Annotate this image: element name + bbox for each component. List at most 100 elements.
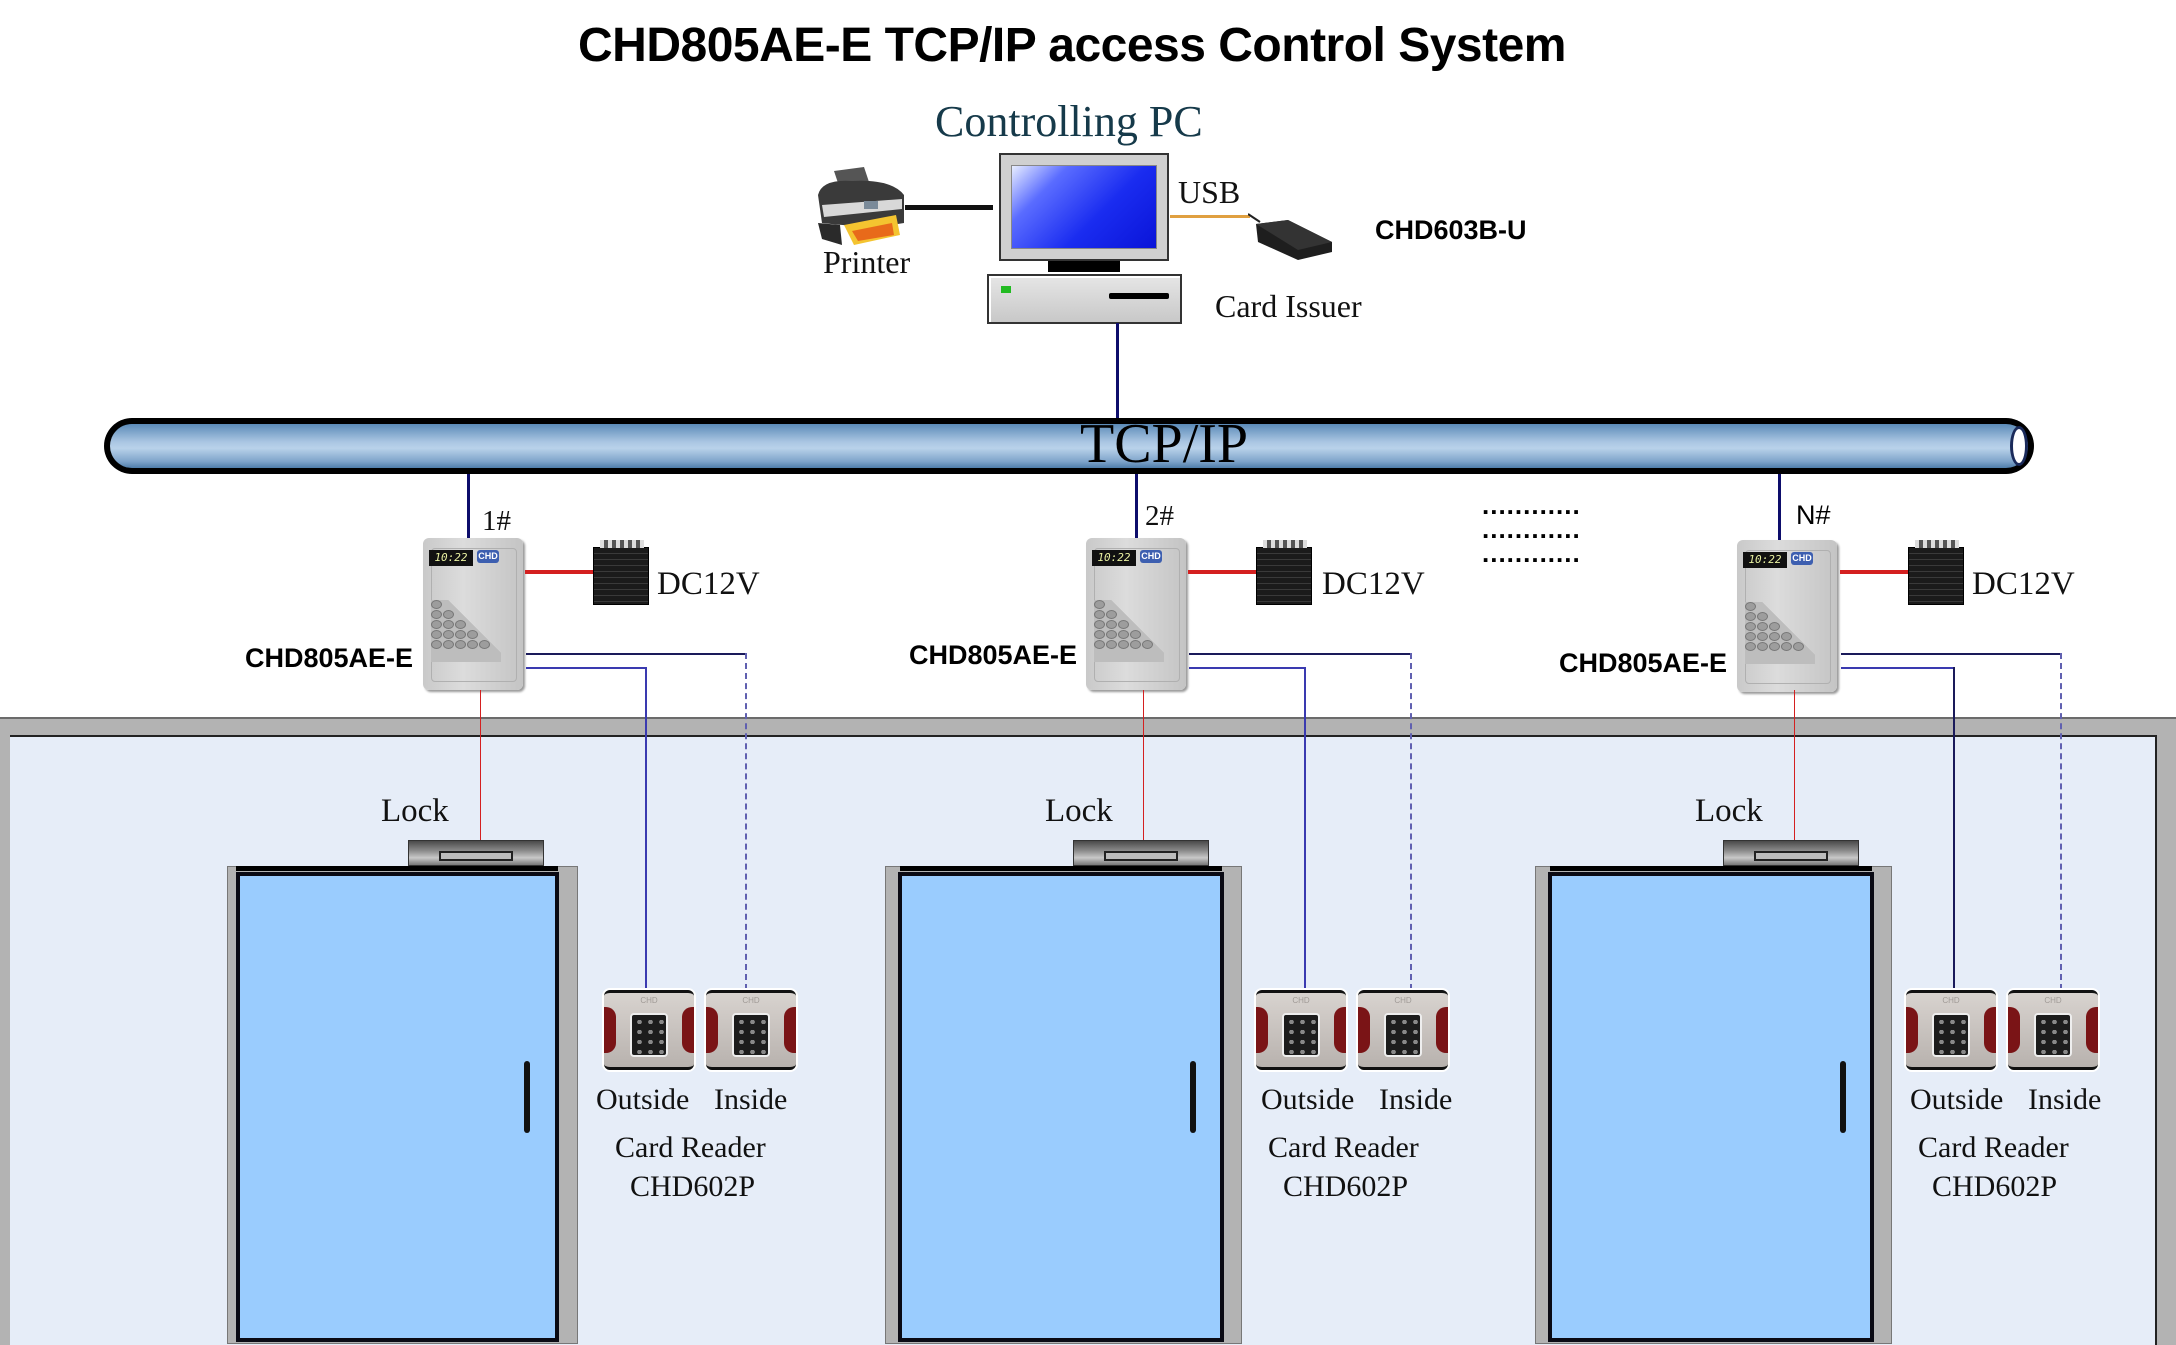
keypad-key bbox=[431, 600, 442, 609]
keypad-key bbox=[443, 640, 454, 649]
more-controllers-ellipsis-3: ............ bbox=[1482, 538, 1581, 568]
access-controller-2: 10:22 CHD bbox=[1086, 538, 1186, 690]
reader-outside-label-2: Outside bbox=[1261, 1083, 1355, 1116]
keypad-key bbox=[1745, 612, 1756, 621]
keypad-key bbox=[443, 620, 454, 629]
keypad-key bbox=[1094, 600, 1105, 609]
keypad-key bbox=[1769, 632, 1780, 641]
usb-cable bbox=[1170, 215, 1250, 218]
keypad-key bbox=[443, 630, 454, 639]
reader-type-label-2: Card Reader bbox=[1268, 1131, 1419, 1164]
reader-inside-label-2: Inside bbox=[1379, 1083, 1453, 1116]
keypad-key bbox=[431, 610, 442, 619]
reader-outside-label-n: Outside bbox=[1910, 1083, 2004, 1116]
power-cable-2 bbox=[1188, 570, 1256, 574]
controller-model-1: CHD805AE-E bbox=[245, 643, 414, 673]
magnetic-lock-icon-2 bbox=[1073, 840, 1209, 866]
door-handle-icon-1 bbox=[524, 1061, 530, 1133]
controller-id-2: 2# bbox=[1145, 500, 1174, 532]
outside-card-reader-icon-n: CHD bbox=[1906, 990, 1996, 1070]
printer-cable bbox=[905, 205, 993, 210]
card-issuer-label: Card Issuer bbox=[1215, 288, 1362, 324]
power-supply-icon-n bbox=[1908, 540, 1964, 605]
outside-reader-cable-2-v bbox=[1304, 667, 1306, 991]
power-led-icon bbox=[1001, 286, 1011, 293]
usb-label: USB bbox=[1178, 174, 1241, 210]
reader-logo: CHD bbox=[1292, 996, 1310, 1005]
pipe-end-cap bbox=[2010, 426, 2028, 466]
lock-label-1: Lock bbox=[381, 793, 449, 829]
outside-reader-cable-1-v bbox=[645, 667, 647, 991]
keypad-key bbox=[467, 640, 478, 649]
power-supply-icon-1 bbox=[593, 540, 649, 605]
lock-label-n: Lock bbox=[1695, 793, 1763, 829]
printer-icon bbox=[812, 165, 910, 253]
power-label-2: DC12V bbox=[1322, 566, 1425, 602]
door-handle-icon-n bbox=[1840, 1061, 1846, 1133]
keypad-key bbox=[1118, 620, 1129, 629]
door-header-2 bbox=[900, 866, 1222, 871]
outside-card-reader-icon-1: CHD bbox=[604, 990, 694, 1070]
chd-logo-icon: CHD bbox=[477, 550, 499, 563]
door-header-n bbox=[1550, 866, 1872, 871]
keypad-key bbox=[1118, 640, 1129, 649]
inside-reader-cable-n-v bbox=[2060, 653, 2062, 990]
lock-label-2: Lock bbox=[1045, 793, 1113, 829]
keypad-key bbox=[1745, 622, 1756, 631]
keypad-key bbox=[431, 620, 442, 629]
network-drop-2 bbox=[1135, 474, 1138, 540]
inside-card-reader-icon-n: CHD bbox=[2008, 990, 2098, 1070]
power-label-1: DC12V bbox=[657, 566, 760, 602]
power-label-n: DC12V bbox=[1972, 566, 2075, 602]
reader-logo: CHD bbox=[1394, 996, 1412, 1005]
door-1 bbox=[236, 872, 559, 1342]
keypad-key bbox=[1769, 642, 1780, 651]
outside-card-reader-icon-2: CHD bbox=[1256, 990, 1346, 1070]
lock-cable-1 bbox=[480, 690, 481, 840]
reader-outside-label-1: Outside bbox=[596, 1083, 690, 1116]
inside-card-reader-icon-1: CHD bbox=[706, 990, 796, 1070]
keypad-key bbox=[1130, 630, 1141, 639]
keypad-key bbox=[1793, 642, 1804, 651]
controller-model-n: CHD805AE-E bbox=[1559, 648, 1728, 678]
keypad-key bbox=[1745, 632, 1756, 641]
controller-display: 10:22 bbox=[429, 550, 473, 566]
access-controller-1: 10:22 CHD bbox=[423, 538, 523, 690]
keypad-key bbox=[1781, 632, 1792, 641]
reader-type-label-1: Card Reader bbox=[615, 1131, 766, 1164]
controller-model-2: CHD805AE-E bbox=[909, 640, 1078, 670]
keypad-key bbox=[431, 630, 442, 639]
keypad-key bbox=[1106, 640, 1117, 649]
inside-reader-cable-2 bbox=[1189, 653, 1411, 655]
keypad-icon bbox=[1094, 600, 1164, 662]
keypad-key bbox=[1757, 632, 1768, 641]
drive-slot-icon bbox=[1109, 293, 1169, 299]
card-issuer-icon bbox=[1247, 212, 1338, 262]
keypad-key bbox=[455, 640, 466, 649]
door-2 bbox=[898, 872, 1224, 1342]
outside-reader-cable-2 bbox=[1189, 667, 1305, 669]
keypad-key bbox=[455, 620, 466, 629]
reader-logo: CHD bbox=[2044, 996, 2062, 1005]
more-controllers-ellipsis-2: ............ bbox=[1482, 514, 1581, 544]
keypad-key bbox=[1106, 630, 1117, 639]
lock-cable-2 bbox=[1143, 690, 1144, 840]
reader-inside-label-1: Inside bbox=[714, 1083, 788, 1116]
keypad-key bbox=[479, 640, 490, 649]
magnetic-lock-icon-1 bbox=[408, 840, 544, 866]
keypad-key bbox=[1094, 630, 1105, 639]
keypad-key bbox=[1769, 622, 1780, 631]
monitor-icon bbox=[999, 153, 1169, 261]
reader-logo: CHD bbox=[742, 996, 760, 1005]
magnetic-lock-icon-n bbox=[1723, 840, 1859, 866]
keypad-key bbox=[431, 640, 442, 649]
door-handle-icon-2 bbox=[1190, 1061, 1196, 1133]
outside-reader-cable-n-v bbox=[1953, 667, 1955, 991]
access-controller-n: 10:22 CHD bbox=[1737, 540, 1837, 692]
outside-reader-cable-n bbox=[1841, 667, 1954, 669]
reader-logo: CHD bbox=[1942, 996, 1960, 1005]
keypad-key bbox=[1757, 612, 1768, 621]
keypad-key bbox=[1106, 620, 1117, 629]
inside-reader-cable-2-v bbox=[1410, 653, 1412, 990]
keypad-key bbox=[1781, 642, 1792, 651]
